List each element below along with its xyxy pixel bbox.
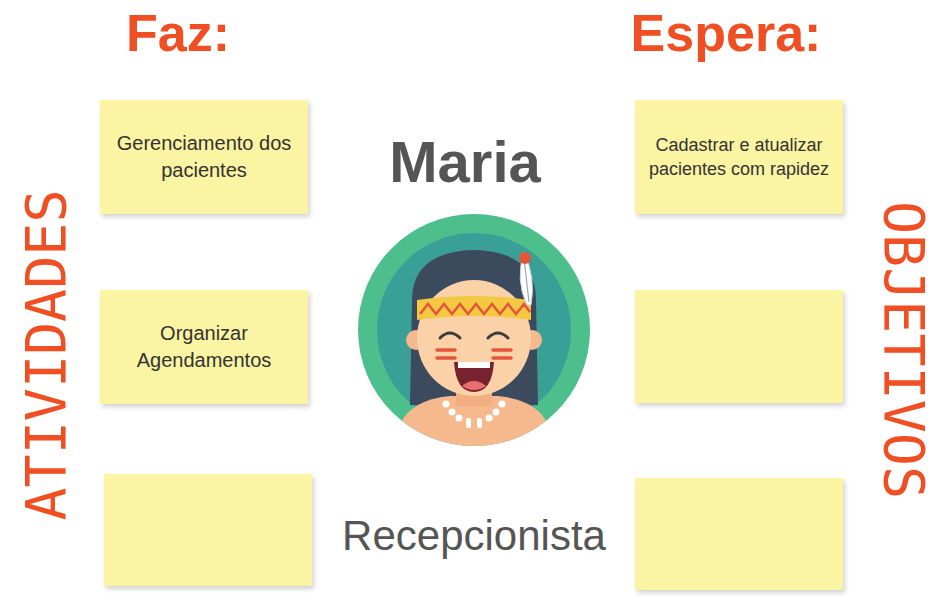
face-paint (437, 348, 455, 352)
empty-sticky-note (104, 474, 312, 586)
face-paint (493, 356, 511, 360)
feather-quill (524, 258, 529, 302)
bead (449, 409, 456, 416)
bead (477, 418, 482, 428)
empty-sticky-note (635, 290, 843, 403)
mouth (454, 362, 494, 392)
hair (410, 250, 538, 405)
face-paint (493, 348, 511, 352)
necklace (443, 401, 506, 429)
face (417, 280, 531, 396)
headband-pattern (420, 304, 530, 314)
empty-sticky-note (635, 478, 843, 590)
sticky-note: Organizar Agendamentos (100, 290, 308, 404)
eye (488, 333, 508, 338)
bead (486, 415, 493, 422)
bead (443, 401, 450, 408)
avatar-inner (377, 233, 571, 427)
sticky-note: Gerenciamento dos pacientes (100, 100, 308, 214)
persona-role: Recepcionista (342, 515, 606, 557)
teeth (458, 362, 490, 368)
headband (417, 296, 531, 320)
note-text: Gerenciamento dos pacientes (110, 130, 298, 184)
eye (440, 333, 460, 338)
bead (466, 418, 471, 428)
tongue (462, 381, 486, 390)
persona-name: Maria (389, 133, 541, 191)
shoulders (395, 396, 553, 470)
feather-tip (519, 252, 531, 264)
side-heading: ATIVIDADES (19, 189, 74, 520)
bead (499, 401, 506, 408)
column-heading: Faz: (126, 7, 230, 59)
side-heading: OBJETIVOS (876, 201, 931, 499)
note-text: Cadastrar e atualizar pacientes com rapi… (645, 133, 833, 182)
note-text: Organizar Agendamentos (110, 320, 298, 374)
bead (456, 415, 463, 422)
face-paint (437, 356, 455, 360)
bead (493, 409, 500, 416)
sticky-note: Cadastrar e atualizar pacientes com rapi… (635, 100, 843, 214)
avatar-figure (395, 250, 553, 470)
column-heading: Espera: (631, 7, 822, 59)
